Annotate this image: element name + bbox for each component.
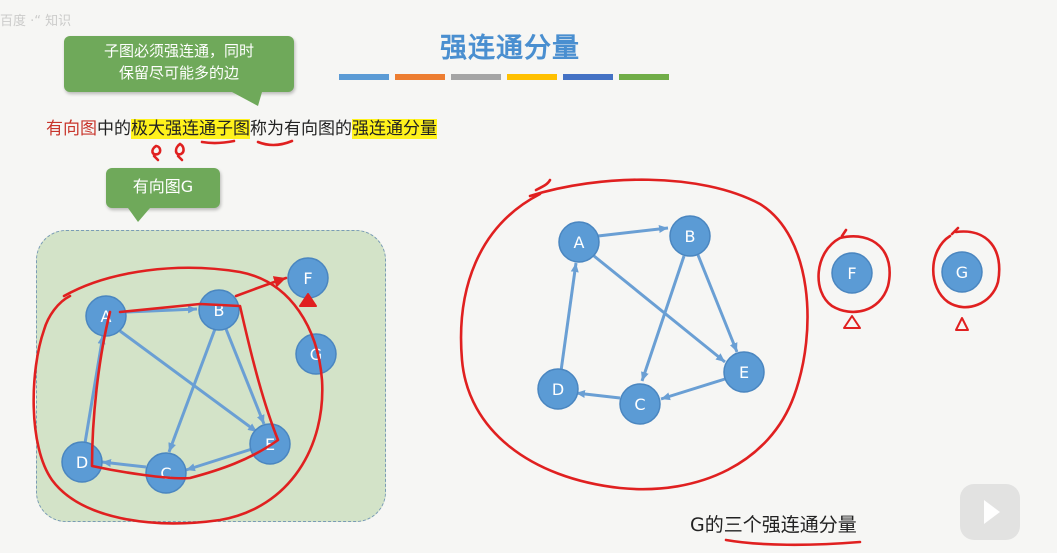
right-edge-a-b <box>597 225 669 238</box>
right-node-c: C <box>619 383 661 425</box>
title-bar-4 <box>507 74 557 80</box>
left-edge-b-c <box>167 328 217 453</box>
left-node-g: G <box>295 333 337 375</box>
left-edge-d-a <box>83 334 106 444</box>
annotation-scc-trace-left <box>90 302 280 480</box>
left-edge-a-e <box>119 329 258 434</box>
callout-requirement-pointer <box>232 92 262 106</box>
footer-caption-prefix: G的 <box>690 514 724 536</box>
definition-text-1: 中的 <box>97 119 131 139</box>
left-node-c-label: C <box>160 464 171 483</box>
left-node-a: A <box>85 295 127 337</box>
play-icon[interactable] <box>960 484 1020 540</box>
callout-digraph-g-pointer <box>128 208 150 222</box>
annotation-footer-underline <box>724 538 862 547</box>
annotation-circle-f-right <box>817 228 891 314</box>
slide-title: 强连通分量 <box>440 33 580 64</box>
watermark: 百度 ·“ 知识 <box>0 14 72 29</box>
right-edge-c-d <box>575 390 621 400</box>
footer-caption-rest: 三个强连通分量 <box>723 514 857 536</box>
title-bar-3 <box>451 74 501 80</box>
right-node-f-label: F <box>847 264 856 283</box>
annotation-arrow-to-f <box>234 276 288 298</box>
right-node-a: A <box>558 221 600 263</box>
left-edge-b-e <box>224 328 266 425</box>
title-underline-bars <box>339 74 669 80</box>
left-edge-c-d <box>101 459 147 469</box>
right-node-g-label: G <box>956 263 968 282</box>
callout-requirement-line1: 子图必须强连通，同时 <box>103 42 254 60</box>
definition-sentence: 有向图中的极大强连通子图称为有向图的强连通分量 <box>46 114 437 139</box>
title-bar-1 <box>339 74 389 80</box>
annotation-underline-2 <box>256 139 294 147</box>
right-node-d: D <box>537 368 579 410</box>
definition-highlight-maximal-subgraph: 极大强连通子图 <box>131 119 250 139</box>
right-node-g: G <box>941 251 983 293</box>
right-node-e: E <box>723 351 765 393</box>
right-edge-d-a <box>559 262 579 372</box>
callout-requirement: 子图必须强连通，同时 保留尽可能多的边 <box>64 36 294 92</box>
right-edge-e-c <box>660 377 726 401</box>
red-annotations <box>32 139 1001 547</box>
annotation-mark-2 <box>174 142 185 162</box>
definition-text-2: 称为有向图的 <box>250 119 352 139</box>
right-node-f: F <box>831 252 873 294</box>
definition-term-digraph: 有向图 <box>46 119 97 139</box>
right-node-a-label: A <box>574 233 585 252</box>
left-edge-e-c <box>185 447 253 472</box>
right-node-c-label: C <box>634 395 645 414</box>
title-bar-6 <box>619 74 669 80</box>
right-node-b: B <box>669 215 711 257</box>
right-node-b-label: B <box>685 227 696 246</box>
callout-digraph-g: 有向图G <box>106 168 220 208</box>
title-bar-2 <box>395 74 445 80</box>
annotation-triangle-g-right <box>955 317 969 331</box>
left-node-d: D <box>61 441 103 483</box>
annotation-scc-loop-right <box>459 178 809 491</box>
left-node-d-label: D <box>76 453 88 472</box>
annotation-mark-1 <box>151 144 162 162</box>
right-graph-edges <box>559 225 739 401</box>
title-bar-5 <box>563 74 613 80</box>
left-node-b-label: B <box>214 301 225 320</box>
annotation-triangle-f-right <box>843 315 861 329</box>
annotation-underline-1 <box>200 139 236 145</box>
right-edge-b-c <box>640 255 686 382</box>
right-node-d-label: D <box>552 380 564 399</box>
left-node-c: C <box>145 452 187 494</box>
left-node-f-label: F <box>303 269 312 288</box>
footer-caption: G的三个强连通分量 <box>690 510 857 537</box>
left-node-a-label: A <box>101 307 112 326</box>
right-node-e-label: E <box>739 363 749 382</box>
right-edge-a-e <box>593 254 726 364</box>
callout-requirement-line2: 保留尽可能多的边 <box>118 64 239 82</box>
definition-highlight-scc: 强连通分量 <box>352 119 437 139</box>
left-graph-nodes: A B D C E F G <box>61 257 337 494</box>
left-node-f: F <box>287 257 329 299</box>
right-edge-b-e <box>696 254 739 353</box>
annotation-circle-g-right <box>931 226 1001 309</box>
annotation-triangle-f-left <box>299 293 317 307</box>
left-node-b: B <box>198 289 240 331</box>
annotation-scc-loop-left <box>32 266 324 525</box>
right-graph-nodes: A B D C E F G <box>537 215 983 425</box>
left-graph-edges <box>83 305 266 472</box>
